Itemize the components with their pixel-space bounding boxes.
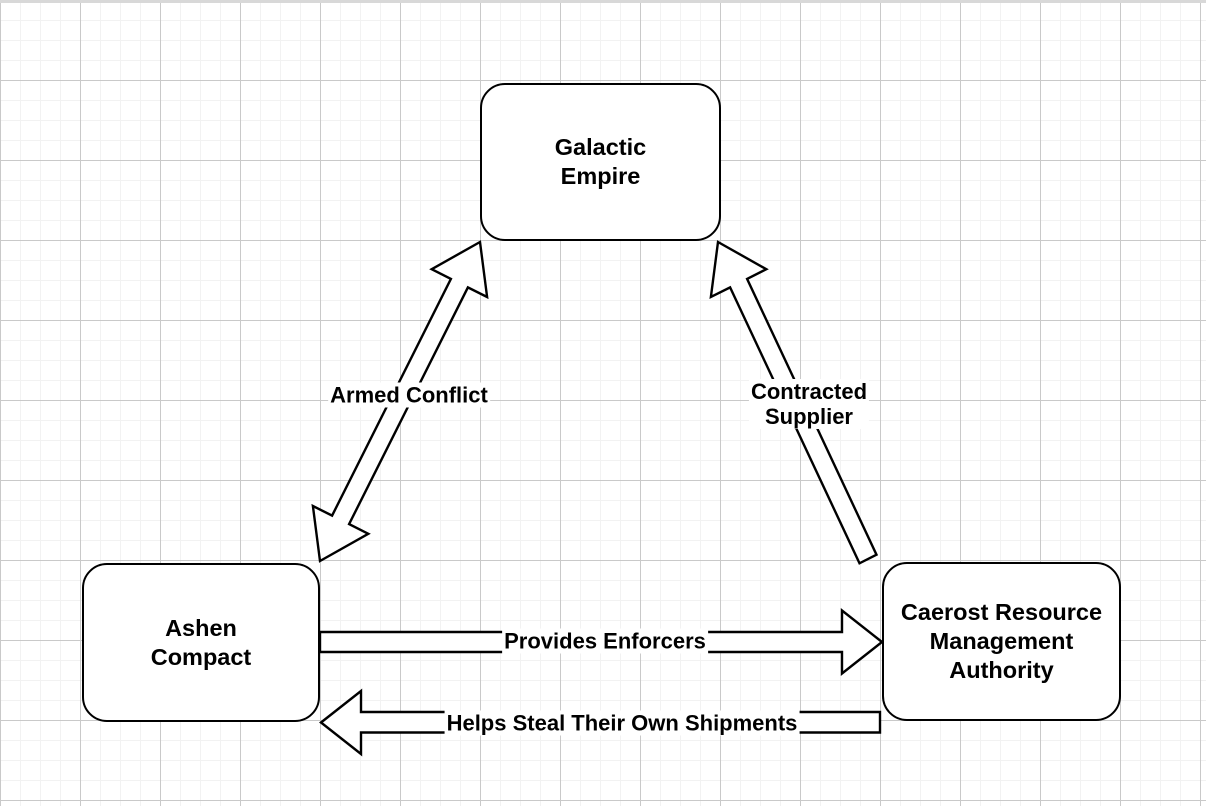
node-galactic-empire-label: Galactic Empire [554,134,647,189]
edge-label-armed-conflict[interactable]: Armed Conflict [328,382,490,408]
edge-label-provides-enforcers[interactable]: Provides Enforcers [502,628,708,654]
edge-label-helps-steal-their-own-shipments[interactable]: Helps Steal Their Own Shipments [444,710,800,736]
node-caerost-label: Caerost Resource Management Authority [900,599,1103,683]
node-galactic-empire[interactable]: Galactic Empire [480,83,721,241]
edge-label-contracted-supplier[interactable]: Contracted Supplier [748,379,870,429]
node-ashen-compact-label: Ashen Compact [150,614,252,670]
canvas-top-edge [0,0,1206,3]
node-caerost-resource-management-authority[interactable]: Caerost Resource Management Authority [882,562,1121,721]
node-ashen-compact[interactable]: Ashen Compact [82,563,320,722]
